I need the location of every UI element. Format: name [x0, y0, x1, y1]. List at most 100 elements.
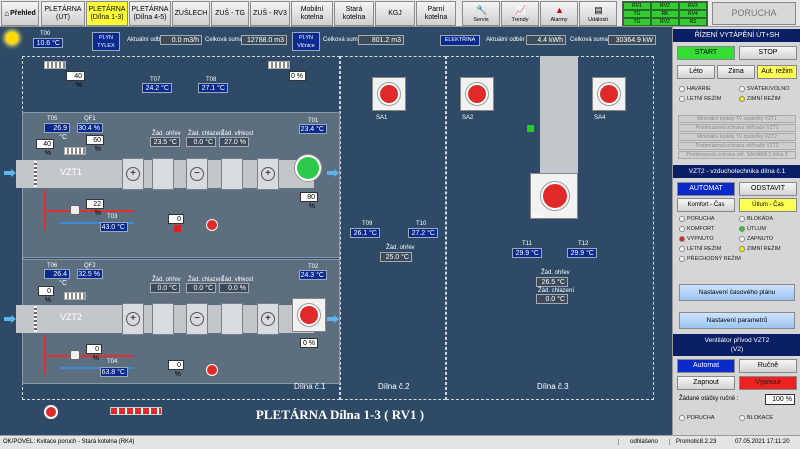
filter-icon: [34, 161, 37, 187]
pump-ch1-icon[interactable]: [44, 405, 58, 419]
aut-rezim-button[interactable]: Aut. režim: [757, 65, 797, 79]
distributor-icon: [110, 407, 162, 415]
utlum-cas-button[interactable]: Útlum - Čas: [739, 198, 797, 212]
komfort-cas-button[interactable]: Komfort - Čas: [677, 198, 735, 212]
otacky-input[interactable]: 100 %: [765, 394, 795, 405]
indicator-icon: [739, 415, 745, 421]
pump-c1-icon[interactable]: [206, 219, 218, 231]
fan-vzt2-title: Ventilátor přívod VZT2(V2): [673, 334, 800, 356]
status-green-square: [527, 125, 534, 132]
nav-kgj[interactable]: KGJ: [375, 1, 415, 26]
servis-button[interactable]: 🔧Servis: [462, 1, 500, 26]
parametry-button[interactable]: Nastavení parametrů: [679, 312, 795, 329]
vypnuto-indicator: VYPNUTO: [679, 236, 714, 242]
rv-cell: TG: [623, 18, 651, 26]
login-status[interactable]: odhlášeno: [618, 439, 670, 445]
leto-button[interactable]: Léto: [677, 65, 715, 79]
fan-sa2-box[interactable]: [460, 77, 494, 111]
gas-total-value: 12788.0 m3: [241, 35, 287, 45]
events-icon: ▤: [594, 5, 603, 15]
nav-zuslech[interactable]: ZUŠLECH: [172, 1, 210, 26]
automat-button[interactable]: AUTOMAT: [677, 182, 735, 196]
start-button[interactable]: START: [677, 46, 735, 60]
supply-fan-v1-icon[interactable]: [295, 155, 321, 181]
home-button[interactable]: ⌂ Přehled: [1, 1, 39, 26]
pipe: [60, 367, 134, 369]
damper-mix-2: [64, 292, 86, 300]
fan-sa1-box[interactable]: [372, 77, 406, 111]
heating-control-title: ŘÍZENÍ VYTÁPĚNÍ ÚT+SH: [673, 29, 800, 42]
porucha-indicator: PORUCHA: [679, 216, 715, 222]
porucha-alarm-indicator[interactable]: PORUCHA: [712, 2, 796, 25]
nav-pletarna-dilna-4-5[interactable]: PLETÁRNA (Dílna 4-5): [129, 1, 171, 26]
status-message: OK/POVEL: Kvitace poruch - Stará kotelna…: [3, 439, 135, 445]
stop-button[interactable]: STOP: [739, 46, 797, 60]
elec-label: ELEKTŘINA: [440, 35, 480, 46]
zapnuto-indicator: ZAPNUTO: [739, 236, 773, 242]
utlum-indicator: ÚTLUM: [739, 226, 766, 232]
nav-stara-kotelna[interactable]: Stará kotelna: [334, 1, 374, 26]
fan-icon: [541, 182, 569, 210]
vypnout-button[interactable]: Vypnout: [739, 376, 797, 390]
rv-cell: RS: [679, 18, 707, 26]
qf2-value: 32.5 %: [77, 269, 103, 279]
udalosti-button[interactable]: ▤Události: [579, 1, 617, 26]
alarmy-button[interactable]: ▲Alarmy: [540, 1, 578, 26]
process-diagram: T00 10.6 °C PLYN TYLEX Aktuální odběr 0.…: [0, 27, 672, 435]
fan-sa3-box[interactable]: [530, 173, 578, 219]
casovy-plan-button[interactable]: Nastavení časového plánu: [679, 284, 795, 301]
t10-value: 27.2 °C: [408, 228, 438, 238]
letni-rezim-indicator: LETNÍ REŽIM: [679, 96, 721, 102]
t06-value: 26.4 °C: [44, 269, 70, 287]
t05-value: 26.9 °C: [44, 123, 70, 141]
zima-button[interactable]: Zima: [717, 65, 755, 79]
fan-rucne-button[interactable]: Ručně: [739, 359, 797, 373]
zimni-rezim-indicator-2: ZIMNÍ REŽIM: [739, 246, 781, 252]
pump-c2-icon[interactable]: [206, 364, 218, 376]
zapnout-button[interactable]: Zapnout: [677, 376, 735, 390]
qf1-value: 30.4 %: [77, 123, 103, 133]
nav-zus-rv3[interactable]: ZUŠ - RV3: [250, 1, 290, 26]
valve-y1[interactable]: [70, 205, 80, 215]
heat-exchanger-box: [152, 303, 174, 335]
indicator-icon: [739, 226, 745, 232]
nav-mobilni-kotelna[interactable]: Mobilní kotelna: [291, 1, 333, 26]
blokada-indicator: BLOKÁDA: [739, 216, 773, 222]
fan-automat-button[interactable]: Automat: [677, 359, 735, 373]
plus-icon: +: [261, 167, 275, 181]
chart-icon: 📈: [515, 5, 527, 15]
info-line: Protimrazová ochrana ohř. SAHARA 2 dílna…: [678, 151, 796, 159]
indicator-icon: [739, 236, 745, 242]
rv-cell: RV2: [651, 2, 679, 10]
t11-value: 29.9 °C: [512, 248, 542, 258]
cooler-box: −: [186, 303, 208, 335]
indicator-icon: [739, 86, 745, 92]
odstavit-button[interactable]: ODSTAVIT: [739, 182, 797, 196]
heater-box: +: [122, 303, 144, 335]
plus-icon: +: [261, 312, 275, 326]
info-line: Minimální teploty TV zpátečky VZT1: [678, 115, 796, 123]
version-label: Promotic8.2.23: [676, 439, 717, 445]
fan-sa4-box[interactable]: [592, 77, 626, 111]
rv-cell: RV1: [623, 2, 651, 10]
nav-pletarna-dilna-1-3[interactable]: PLETÁRNA (Dílna 1-3): [86, 1, 128, 26]
top-navigation-bar: ⌂ Přehled PLETÁRNA (ÚT) PLETÁRNA (Dílna …: [0, 0, 800, 27]
havarie-indicator: HAVÁRIE: [679, 86, 711, 92]
nav-zus-tg[interactable]: ZUŠ - TG: [211, 1, 249, 26]
house-icon: ⌂: [4, 8, 10, 18]
pipe: [44, 355, 134, 357]
supply-fan-v2-box[interactable]: [292, 298, 326, 332]
info-line: Minimální teploty TV zpátečky VZT2: [678, 133, 796, 141]
trendy-button[interactable]: 📈Trendy: [501, 1, 539, 26]
minus-icon: −: [190, 167, 204, 181]
nav-parni-kotelna[interactable]: Parní kotelna: [416, 1, 456, 26]
nav-pletarna-ut[interactable]: PLETÁRNA (ÚT): [41, 1, 85, 26]
t03-value: 43.0 °C: [100, 222, 128, 232]
indicator-icon: [679, 256, 685, 262]
valve-y2[interactable]: [70, 350, 80, 360]
plus-icon: +: [126, 167, 140, 181]
elec-total-value: 30364.9 kW: [608, 35, 656, 45]
indicator-icon: [679, 96, 685, 102]
fan-icon: [466, 83, 488, 105]
t09-value: 26.1 °C: [350, 228, 380, 238]
